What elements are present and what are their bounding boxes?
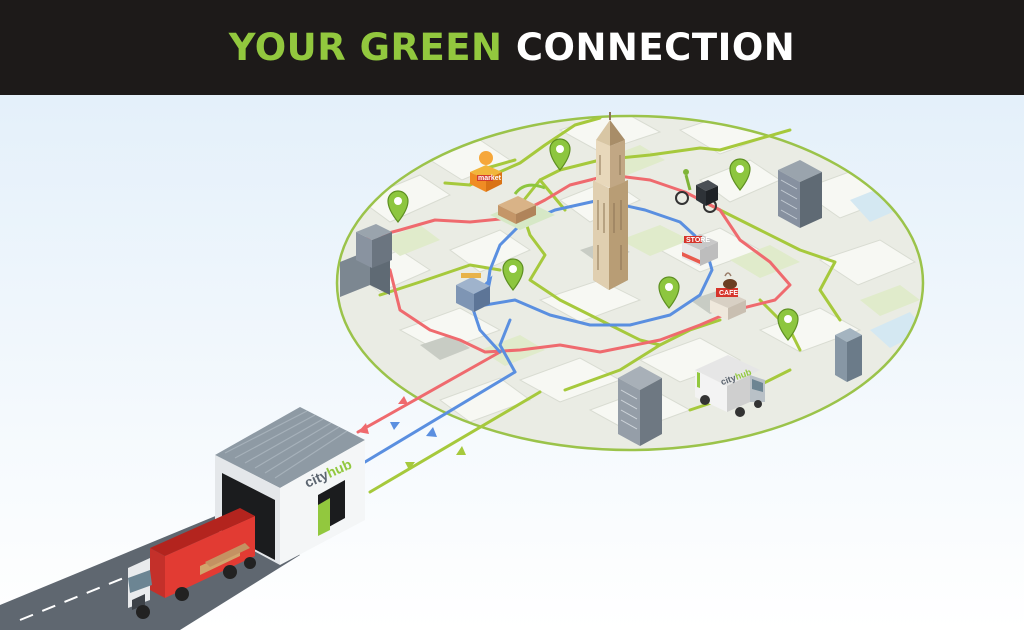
map-border bbox=[335, 114, 925, 452]
header-bar: YOUR GREEN CONNECTION bbox=[0, 0, 1024, 95]
building-icon bbox=[456, 273, 490, 312]
building-icon bbox=[618, 366, 662, 446]
cargo-bike-icon bbox=[675, 169, 718, 213]
warehouse-icon bbox=[215, 407, 365, 565]
market-sign: market bbox=[478, 175, 502, 182]
title-green-word: YOUR GREEN bbox=[228, 26, 503, 69]
green-route-network bbox=[468, 116, 602, 187]
road-lane-marking bbox=[19, 544, 206, 621]
building-icon bbox=[340, 224, 392, 297]
title-white-word: CONNECTION bbox=[515, 26, 796, 69]
cafe-sign: CAFE bbox=[719, 290, 738, 297]
delivery-routes bbox=[360, 116, 842, 412]
building-icon bbox=[778, 160, 822, 228]
hub-connections bbox=[356, 275, 542, 494]
kiosk-sign: STORE bbox=[686, 237, 710, 244]
arrow-icon bbox=[358, 396, 466, 470]
shop-icon bbox=[682, 234, 718, 266]
electric-van-icon bbox=[695, 355, 765, 417]
illustration-stage: market bbox=[0, 95, 1024, 630]
building-icon bbox=[835, 328, 862, 382]
cafe-icon bbox=[710, 272, 746, 320]
cathedral-tower-icon bbox=[593, 112, 628, 290]
truck-icon bbox=[128, 508, 256, 619]
city-logistics-illustration: market bbox=[0, 95, 1024, 630]
page-title: YOUR GREEN CONNECTION bbox=[229, 26, 796, 69]
shop-icon bbox=[470, 151, 502, 192]
micro-hub-icon bbox=[490, 183, 555, 230]
